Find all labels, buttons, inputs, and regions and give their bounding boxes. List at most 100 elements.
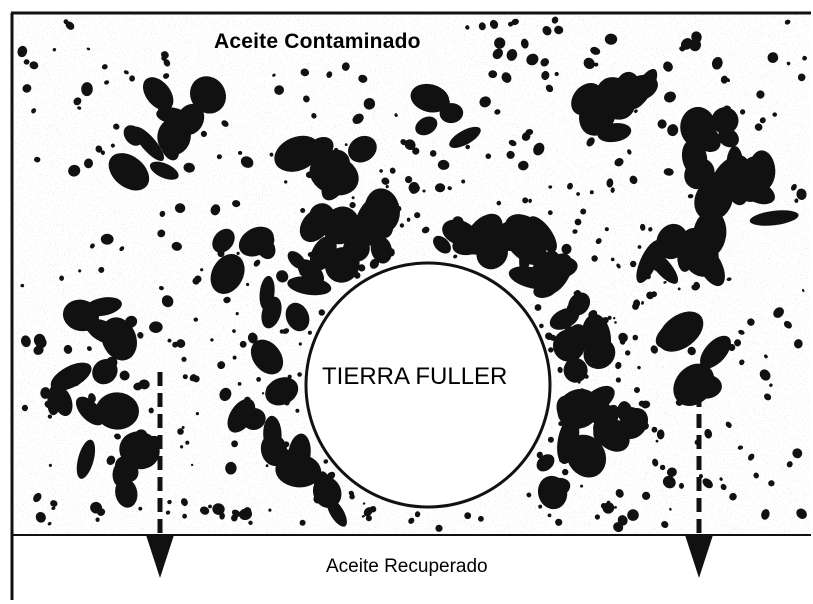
particle <box>518 160 529 171</box>
particle <box>285 302 310 332</box>
particle <box>542 25 552 36</box>
particle <box>325 492 329 496</box>
particle <box>656 429 665 440</box>
particle <box>658 311 704 352</box>
particle <box>274 135 321 172</box>
particle <box>208 504 212 509</box>
particle <box>192 277 200 285</box>
particle <box>281 456 286 462</box>
particle <box>310 230 317 236</box>
particle <box>323 218 330 226</box>
particle <box>489 19 499 29</box>
particle <box>673 243 683 251</box>
particle <box>528 198 532 203</box>
particle <box>764 393 772 401</box>
particle <box>613 522 624 533</box>
particle <box>753 472 759 479</box>
particle <box>22 84 32 93</box>
particle <box>630 260 637 268</box>
particle <box>562 468 569 476</box>
particle <box>135 429 147 440</box>
particle <box>549 334 557 341</box>
particle <box>606 178 614 188</box>
particle <box>721 113 734 126</box>
particle <box>520 38 529 49</box>
particle <box>604 33 618 45</box>
particle <box>694 36 700 42</box>
particle <box>221 120 229 127</box>
particle <box>277 465 281 468</box>
recovered-oil-label: Aceite Recuperado <box>326 556 488 577</box>
particle <box>450 237 453 241</box>
particle <box>504 236 510 242</box>
particle <box>210 254 245 294</box>
particle <box>408 517 415 524</box>
particle <box>713 346 719 352</box>
particle <box>78 269 82 273</box>
particle <box>108 350 112 355</box>
particle <box>123 70 129 75</box>
particle <box>615 377 622 383</box>
particle <box>691 284 700 291</box>
particle <box>33 492 42 503</box>
particle <box>738 329 745 335</box>
particle <box>680 106 716 148</box>
particle <box>21 404 29 412</box>
particle <box>216 154 222 160</box>
particle <box>737 445 744 450</box>
particle <box>522 197 529 204</box>
particle <box>601 437 608 444</box>
particle <box>629 417 639 429</box>
particle <box>506 48 518 61</box>
particle <box>326 471 336 480</box>
particle <box>260 433 288 467</box>
particle <box>348 235 354 242</box>
particle <box>300 68 310 77</box>
contaminated-oil-label: Aceite Contaminado <box>214 30 421 53</box>
particle <box>262 292 266 295</box>
particle <box>314 257 320 263</box>
particle <box>501 72 512 83</box>
particle <box>313 494 322 504</box>
particle <box>112 460 133 488</box>
particle <box>437 159 450 170</box>
particle <box>129 75 136 82</box>
particle <box>569 260 576 269</box>
particle <box>452 230 489 256</box>
particle <box>535 244 541 250</box>
particle <box>323 459 329 464</box>
particle <box>274 85 284 95</box>
particle <box>142 455 151 468</box>
particle <box>223 296 231 304</box>
particle <box>97 508 106 517</box>
particle <box>323 487 328 492</box>
particle <box>573 291 578 296</box>
particle <box>801 288 805 293</box>
particle <box>200 130 208 137</box>
particle <box>613 317 616 320</box>
particle <box>576 360 582 366</box>
particle <box>200 268 204 272</box>
particle <box>182 513 188 519</box>
particle <box>86 47 91 51</box>
particle <box>536 451 543 459</box>
particle <box>283 441 290 448</box>
particle <box>541 70 550 81</box>
particle <box>60 403 68 411</box>
particle <box>648 227 653 232</box>
particle <box>679 227 719 277</box>
particle <box>538 504 543 509</box>
particle <box>584 374 589 379</box>
particle <box>312 276 317 281</box>
particle <box>574 218 582 226</box>
particle <box>62 299 100 332</box>
particle <box>544 494 552 502</box>
particle <box>246 282 250 287</box>
particle <box>588 310 598 319</box>
particle <box>370 261 376 267</box>
particle <box>506 150 515 159</box>
particle <box>550 263 556 268</box>
particle <box>282 328 290 334</box>
particle <box>699 112 708 121</box>
